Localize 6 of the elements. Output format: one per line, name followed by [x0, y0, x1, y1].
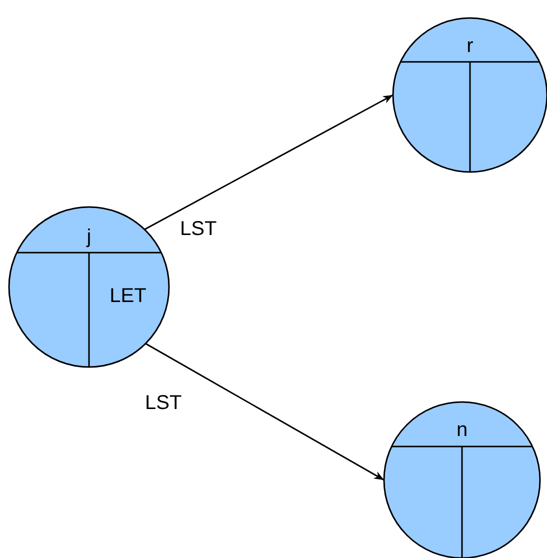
arrow [144, 94, 394, 230]
node-field: LET [94, 285, 162, 307]
node-title: r [466, 34, 474, 57]
node-title: n [455, 419, 469, 442]
arrow [145, 342, 384, 481]
node-title: j [85, 226, 92, 248]
